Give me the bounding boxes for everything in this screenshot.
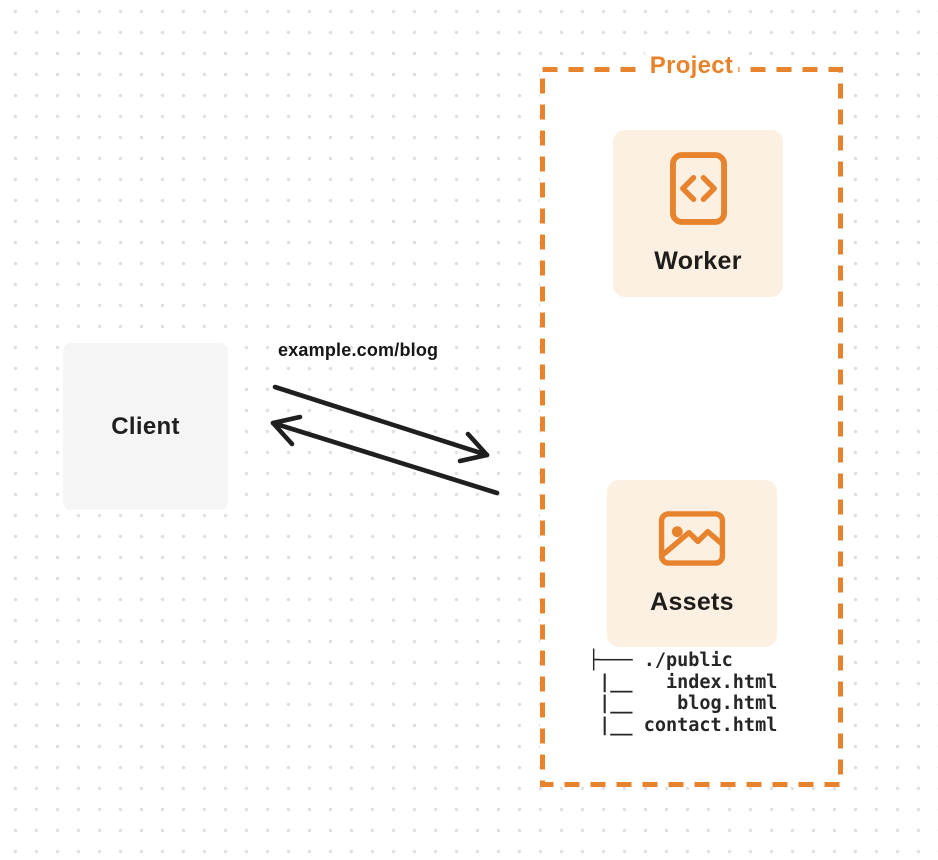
request-url-label: example.com/blog	[278, 340, 439, 360]
worker-node: Worker	[613, 130, 783, 297]
client-label: Client	[111, 412, 180, 440]
assets-node: Assets	[607, 480, 777, 647]
assets-label: Assets	[650, 588, 734, 616]
request-arrowhead-icon	[457, 431, 490, 464]
client-node: Client	[63, 343, 228, 510]
project-label: Project	[644, 51, 739, 81]
worker-label: Worker	[654, 247, 742, 275]
code-brackets-icon	[669, 152, 727, 225]
project-dashed-border	[540, 67, 843, 787]
request-arrow-line	[272, 384, 490, 458]
response-arrow-line	[270, 420, 500, 496]
response-arrowhead-icon	[270, 414, 303, 447]
assets-file-tree: ├─── ./public |__ index.html |__ blog.ht…	[588, 650, 778, 737]
image-icon	[658, 511, 726, 566]
project-container: Project Worker Assets ├─── ./public |__ …	[540, 51, 843, 787]
